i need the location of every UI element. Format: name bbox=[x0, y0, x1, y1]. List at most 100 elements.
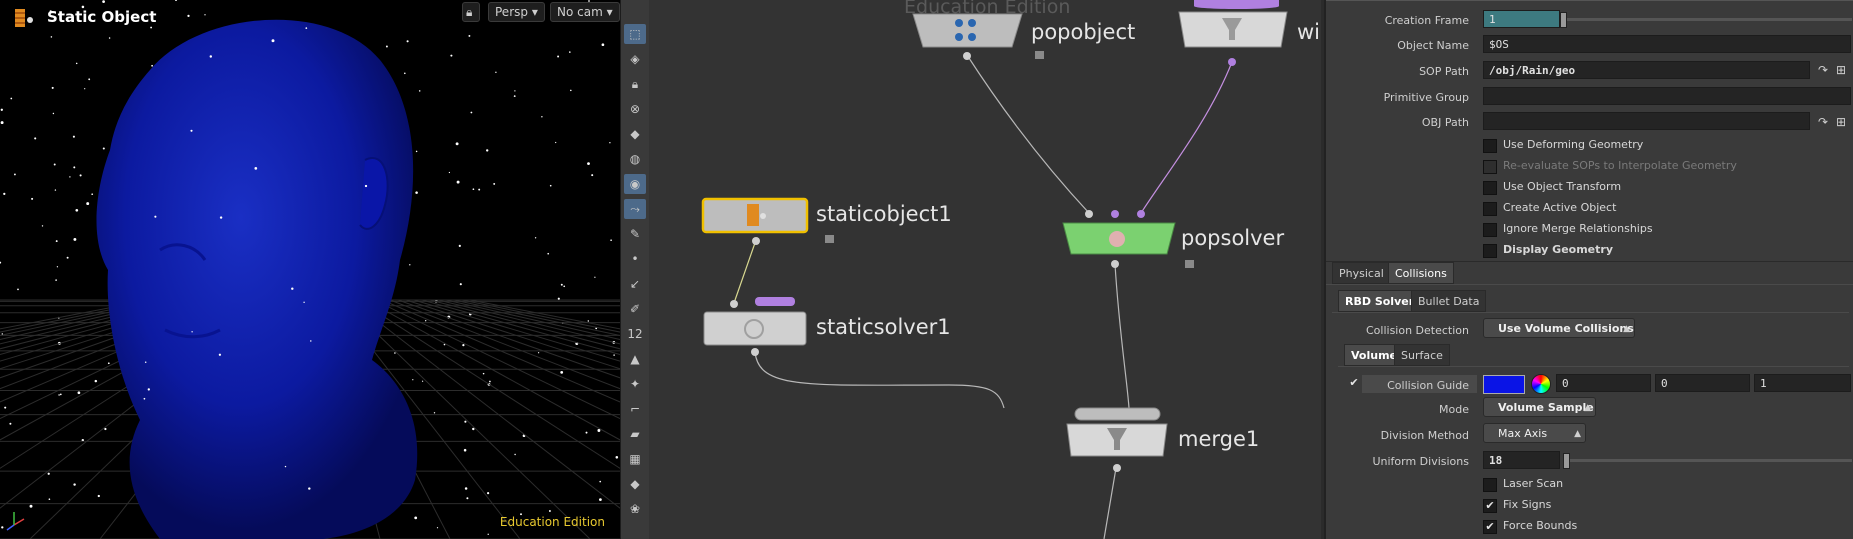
persp-menu[interactable]: Persp ▾ bbox=[488, 2, 545, 22]
particle bbox=[54, 189, 57, 191]
particle bbox=[595, 327, 598, 330]
sop-path-chooser-icon[interactable]: ⊞ bbox=[1835, 63, 1847, 77]
node-label-popsolver: popsolver bbox=[1181, 226, 1285, 250]
lock-icon[interactable]: 🔒︎ bbox=[631, 77, 639, 91]
laser-scan-checkbox[interactable] bbox=[1483, 478, 1497, 492]
particle bbox=[17, 288, 19, 291]
object-name-field[interactable]: $OS bbox=[1483, 35, 1851, 53]
node-staticsolver1 bbox=[703, 297, 807, 356]
network-editor[interactable]: Education Edition bbox=[649, 0, 1321, 539]
particle bbox=[588, 0, 590, 2]
create-active-checkbox[interactable] bbox=[1483, 202, 1497, 216]
particle bbox=[436, 527, 439, 529]
particle bbox=[448, 171, 451, 174]
checker-icon[interactable]: ▦ bbox=[629, 452, 641, 466]
camera-icon[interactable]: ◉ bbox=[624, 174, 646, 194]
display-geometry-checkbox[interactable] bbox=[1483, 244, 1497, 258]
particle bbox=[291, 287, 294, 290]
view-icon[interactable]: ◈ bbox=[630, 52, 640, 66]
grid-line bbox=[341, 299, 591, 539]
tab-collisions[interactable]: Collisions bbox=[1388, 262, 1454, 284]
particle bbox=[308, 487, 311, 490]
use-deforming-checkbox[interactable] bbox=[1483, 139, 1497, 153]
dot-icon[interactable]: • bbox=[631, 252, 639, 266]
particle bbox=[81, 5, 85, 9]
light-icon[interactable]: ◍ bbox=[629, 152, 641, 166]
node-label-partial: wir bbox=[1297, 20, 1321, 44]
particle bbox=[570, 89, 572, 92]
angle-icon[interactable]: ⌐ bbox=[629, 402, 641, 416]
particle bbox=[31, 197, 34, 200]
flower-icon[interactable]: ❀ bbox=[629, 502, 641, 516]
diamond-icon[interactable]: ◆ bbox=[630, 477, 640, 491]
tab-physical[interactable]: Physical bbox=[1332, 262, 1391, 284]
uniform-divisions-slider-knob[interactable] bbox=[1563, 453, 1570, 469]
collision-guide-b-field[interactable]: 1 bbox=[1754, 374, 1851, 392]
sop-path-jump-icon[interactable]: ↷ bbox=[1817, 63, 1829, 77]
pose-icon[interactable]: ⤳ bbox=[624, 199, 646, 219]
color-wheel-icon[interactable] bbox=[1531, 374, 1551, 394]
particle bbox=[55, 279, 57, 281]
use-obj-transform-checkbox[interactable] bbox=[1483, 181, 1497, 195]
particle bbox=[547, 252, 550, 255]
brush-icon[interactable]: ↙ bbox=[629, 277, 641, 291]
creation-frame-slider-knob[interactable] bbox=[1560, 12, 1567, 28]
shelf-icon[interactable]: ▰ bbox=[630, 427, 640, 441]
collision-guide-g-field[interactable]: 0 bbox=[1655, 374, 1750, 392]
viewport-title: Static Object bbox=[47, 8, 157, 26]
handle-icon[interactable]: ◆ bbox=[630, 127, 640, 141]
creation-frame-field[interactable]: 1 bbox=[1483, 10, 1560, 28]
ignore-merge-checkbox[interactable] bbox=[1483, 223, 1497, 237]
particle bbox=[94, 379, 98, 383]
obj-path-jump-icon[interactable]: ↷ bbox=[1817, 115, 1829, 129]
camera-menu[interactable]: No cam ▾ bbox=[550, 2, 620, 22]
lock-view-button[interactable]: 🔒︎ bbox=[462, 2, 480, 22]
scene-viewport[interactable]: Static Object 🔒︎ Persp ▾ No cam ▾ Educat… bbox=[0, 0, 620, 539]
collision-guide-toggle[interactable]: ✔ bbox=[1349, 376, 1359, 389]
collision-guide-color-swatch[interactable] bbox=[1483, 375, 1525, 394]
creation-frame-slider-track[interactable] bbox=[1567, 18, 1852, 21]
particle bbox=[433, 412, 436, 414]
grid-line bbox=[0, 299, 215, 370]
particle bbox=[443, 343, 446, 346]
sop-path-label: SOP Path bbox=[1419, 65, 1469, 78]
division-method-dropdown[interactable]: Max Axis▲ bbox=[1483, 423, 1586, 443]
tab-surface[interactable]: Surface bbox=[1394, 344, 1450, 366]
obj-path-field[interactable] bbox=[1483, 112, 1810, 130]
force-bounds-checkbox[interactable]: ✔ bbox=[1483, 520, 1497, 534]
particle bbox=[310, 340, 312, 342]
particle bbox=[144, 361, 147, 363]
particle bbox=[594, 276, 596, 278]
paint-icon[interactable]: ✎ bbox=[629, 227, 641, 241]
fix-signs-checkbox[interactable]: ✔ bbox=[1483, 499, 1497, 513]
obj-path-chooser-icon[interactable]: ⊞ bbox=[1835, 115, 1847, 129]
collision-guide-r-field[interactable]: 0 bbox=[1556, 374, 1651, 392]
tab-bullet-data[interactable]: Bullet Data bbox=[1411, 290, 1487, 312]
mode-dropdown[interactable]: Volume Sample▲ bbox=[1483, 397, 1596, 417]
sop-path-field[interactable]: /obj/Rain/geo bbox=[1483, 61, 1810, 79]
particle bbox=[404, 72, 406, 75]
particle bbox=[415, 191, 418, 194]
tab-rbd-solver[interactable]: RBD Solver bbox=[1338, 290, 1422, 312]
create-active-label: Create Active Object bbox=[1503, 201, 1617, 214]
snap-icon[interactable]: ⊗ bbox=[629, 102, 641, 116]
uniform-divisions-slider-track[interactable] bbox=[1570, 459, 1852, 462]
primitive-group-field[interactable] bbox=[1483, 87, 1851, 105]
number-icon[interactable]: 12 bbox=[627, 327, 643, 341]
particle bbox=[73, 483, 76, 486]
collision-detection-dropdown[interactable]: Use Volume Collisions▲ bbox=[1483, 318, 1635, 338]
particle bbox=[412, 379, 414, 381]
uniform-divisions-field[interactable]: 18 bbox=[1483, 451, 1560, 469]
particle bbox=[1, 526, 4, 529]
particle bbox=[495, 71, 497, 74]
fix-signs-label: Fix Signs bbox=[1503, 498, 1552, 511]
collision-guide-label-bg bbox=[1362, 375, 1477, 393]
bucket-icon[interactable]: ▲ bbox=[630, 352, 640, 366]
laser-scan-label: Laser Scan bbox=[1503, 477, 1564, 490]
tab-volume[interactable]: Volume bbox=[1344, 344, 1404, 366]
grid-icon[interactable]: ✦ bbox=[629, 377, 641, 391]
particle bbox=[463, 448, 467, 452]
select-icon[interactable]: ⬚ bbox=[624, 24, 646, 44]
edit-icon[interactable]: ✐ bbox=[629, 302, 641, 316]
particle bbox=[364, 184, 368, 188]
